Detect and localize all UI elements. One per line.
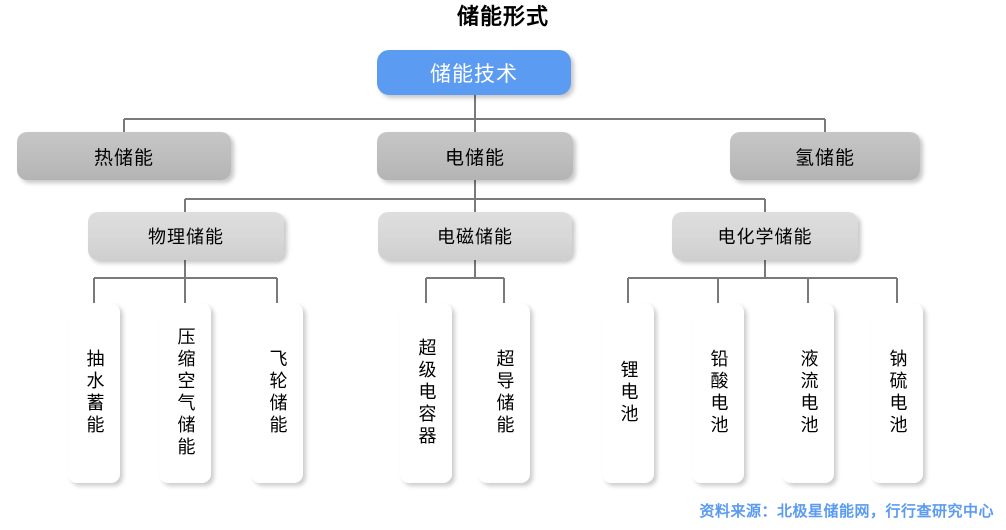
node-label: 电储能 <box>444 147 505 169</box>
node-label: 物理储能 <box>148 227 224 247</box>
node-label: 铅酸电池 <box>708 349 729 437</box>
node-lead-acid-battery[interactable]: 铅酸电池 <box>692 303 744 483</box>
node-label: 电化学储能 <box>717 227 813 247</box>
node-root-storage-technology[interactable]: 储能技术 <box>377 50 571 95</box>
node-hydrogen-storage[interactable]: 氢储能 <box>730 132 920 180</box>
node-label: 压缩空气储能 <box>175 327 196 459</box>
node-label: 锂电池 <box>618 360 639 426</box>
node-label: 超导储能 <box>494 349 515 437</box>
node-electric-storage[interactable]: 电储能 <box>377 132 573 180</box>
page-title: 储能形式 <box>456 4 549 29</box>
node-label: 钠硫电池 <box>887 349 908 437</box>
node-flywheel-storage[interactable]: 飞轮储能 <box>251 303 303 483</box>
node-supercapacitor[interactable]: 超级电容器 <box>400 303 452 483</box>
node-thermal-storage[interactable]: 热储能 <box>17 132 231 180</box>
node-sodium-sulfur-battery[interactable]: 钠硫电池 <box>871 303 923 483</box>
node-pumped-hydro-storage[interactable]: 抽水蓄能 <box>68 303 120 483</box>
node-superconducting-storage[interactable]: 超导储能 <box>478 303 530 483</box>
node-label: 储能技术 <box>430 62 518 86</box>
node-label: 电磁储能 <box>437 227 513 247</box>
node-label: 抽水蓄能 <box>84 349 105 437</box>
node-compressed-air-storage[interactable]: 压缩空气储能 <box>159 303 211 483</box>
node-electromagnetic-storage[interactable]: 电磁储能 <box>378 212 572 260</box>
node-physical-storage[interactable]: 物理储能 <box>88 212 284 260</box>
node-label: 超级电容器 <box>416 338 437 448</box>
node-electrochemical-storage[interactable]: 电化学储能 <box>672 212 858 260</box>
source-note: 资料来源：北极星储能网，行行查研究中心 <box>699 503 994 520</box>
node-label: 氢储能 <box>794 147 855 169</box>
node-label: 液流电池 <box>798 349 819 437</box>
node-label: 飞轮储能 <box>267 349 288 437</box>
node-lithium-battery[interactable]: 锂电池 <box>602 303 654 483</box>
node-label: 热储能 <box>93 147 154 169</box>
node-flow-battery[interactable]: 液流电池 <box>782 303 834 483</box>
